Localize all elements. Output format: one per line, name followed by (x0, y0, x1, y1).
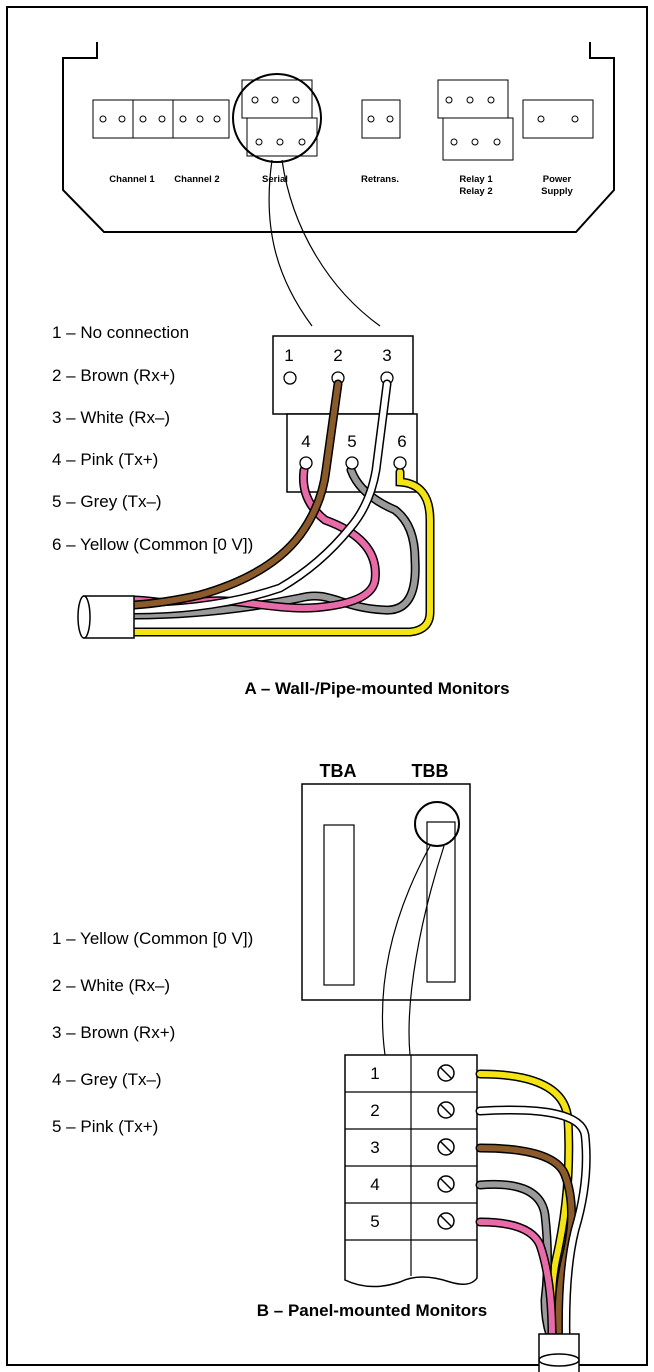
label-power: Power (543, 174, 572, 185)
section-a: Channel 1 Channel 2 Serial Retrans. Rela… (52, 42, 615, 698)
leader-line-b-left (381, 845, 431, 1056)
pin-5-label: 5 (347, 432, 356, 451)
leader-line-b-right (408, 845, 445, 1056)
terminal-channel1-a (92, 99, 134, 139)
label-relay2: Relay 2 (459, 186, 492, 197)
connection-b-5: 5 – Pink (Tx+) (52, 1117, 158, 1136)
terminal-2-label: 2 (370, 1101, 379, 1120)
connection-a-1: 1 – No connection (52, 323, 189, 342)
terminal-5-label: 5 (370, 1212, 379, 1231)
pin-4-hole (299, 456, 313, 470)
pin-6-label: 6 (397, 432, 406, 451)
monitor-housing (62, 42, 615, 233)
caption-a: A – Wall-/Pipe-mounted Monitors (244, 679, 509, 698)
terminal-4-label: 4 (370, 1175, 379, 1194)
cable-end-b (538, 1353, 580, 1367)
pin-5-hole (345, 456, 359, 470)
terminal-retrans (361, 99, 401, 139)
label-tbb: TBB (412, 761, 449, 781)
terminal-channel1-b (132, 99, 174, 139)
label-channel2: Channel 2 (174, 174, 219, 185)
connection-b-4: 4 – Grey (Tx–) (52, 1070, 162, 1089)
section-b: TBA TBB 1 2 3 4 5 (52, 761, 591, 1372)
wires-b (475, 1069, 591, 1340)
page-border (6, 6, 648, 1366)
connection-b-3: 3 – Brown (Rx+) (52, 1023, 175, 1042)
pin-1-label: 1 (284, 346, 293, 365)
connection-b-1: 1 – Yellow (Common [0 V]) (52, 929, 253, 948)
label-serial: Serial (262, 174, 288, 185)
tba-strip (323, 824, 355, 986)
label-relay1: Relay 1 (459, 174, 493, 185)
terminal-1-label: 1 (370, 1064, 379, 1083)
pin-3-label: 3 (382, 346, 391, 365)
cable-end-a (77, 595, 91, 639)
leader-line-a-left (268, 159, 313, 327)
terminal-relay2 (442, 117, 514, 161)
terminal-block-b (344, 1054, 478, 1288)
pin-1-hole (283, 371, 297, 385)
leader-line-a-right (281, 159, 381, 327)
cable-jacket-a (83, 595, 135, 639)
pin-4-label: 4 (301, 432, 310, 451)
connection-a-6: 6 – Yellow (Common [0 V]) (52, 535, 253, 554)
tbb-strip (426, 821, 456, 983)
connection-a-2: 2 – Brown (Rx+) (52, 366, 175, 385)
label-retrans: Retrans. (361, 174, 399, 185)
label-channel1: Channel 1 (109, 174, 155, 185)
connection-a-4: 4 – Pink (Tx+) (52, 450, 158, 469)
terminal-blocks (92, 79, 594, 161)
terminal-screws (99, 96, 579, 146)
pin-6-hole (393, 456, 407, 470)
label-supply: Supply (541, 186, 573, 197)
connection-b-2: 2 – White (Rx–) (52, 976, 170, 995)
connection-a-5: 5 – Grey (Tx–) (52, 492, 162, 511)
connection-a-3: 3 – White (Rx–) (52, 408, 170, 427)
pin-2-label: 2 (333, 346, 342, 365)
tbb-highlight-circle (414, 801, 460, 847)
serial-highlight-circle (232, 73, 322, 163)
wires-a (129, 379, 435, 637)
label-tba: TBA (320, 761, 357, 781)
caption-b: B – Panel-mounted Monitors (257, 1301, 487, 1320)
terminal-channel2 (172, 99, 230, 139)
terminal-screws-b (437, 1064, 455, 1230)
terminal-3-label: 3 (370, 1138, 379, 1157)
terminal-power (522, 99, 594, 139)
